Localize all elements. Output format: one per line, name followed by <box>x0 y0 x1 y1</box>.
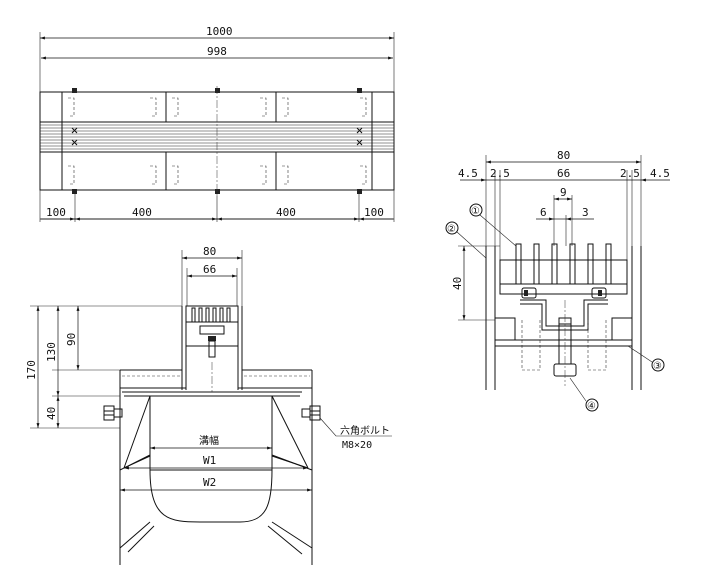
dim-edge-right: 4.5 <box>650 167 670 180</box>
dim-section-width-inner: 66 <box>203 263 216 276</box>
bolt-marker <box>215 189 220 194</box>
dim-bar-width: 3 <box>582 206 589 219</box>
bolt-marker <box>357 189 362 194</box>
dim-segment-mid-left: 400 <box>132 206 152 219</box>
detail-grating-bars <box>515 243 612 285</box>
dim-height-130: 130 <box>45 342 58 362</box>
bolt-marker <box>357 88 362 93</box>
dim-detail-width-outer: 80 <box>557 149 570 162</box>
svg-text:②: ② <box>447 224 456 235</box>
dim-overall-length: 1000 <box>206 25 233 38</box>
dim-bar-gap: 6 <box>540 206 547 219</box>
top-view: 1000 998 <box>39 25 395 222</box>
callout-3: ③ <box>627 345 665 372</box>
callout-2: ② <box>445 221 487 259</box>
dim-gap-left: 2.5 <box>490 167 510 180</box>
callout-4: ④ <box>569 377 599 412</box>
dim-segment-end-left: 100 <box>46 206 66 219</box>
groove-width-label: 溝幅 <box>199 434 219 447</box>
hex-bolt-right <box>301 405 321 421</box>
bolt-marker <box>72 189 77 194</box>
dim-section-width-outer: 80 <box>203 245 216 258</box>
dim-detail-height: 40 <box>451 277 464 290</box>
dim-gap-right: 2.5 <box>620 167 640 180</box>
w1-label: W1 <box>203 454 216 467</box>
dim-inner-length: 998 <box>207 45 227 58</box>
dim-segment-end-right: 100 <box>364 206 384 219</box>
w2-label: W2 <box>203 476 216 489</box>
dim-segment-mid-right: 400 <box>276 206 296 219</box>
bolt-label: 六角ボルト <box>340 425 390 437</box>
dim-height-total: 170 <box>25 360 38 380</box>
bolt-marker <box>215 88 220 93</box>
dim-detail-width-inner: 66 <box>557 167 570 180</box>
svg-text:③: ③ <box>653 361 662 372</box>
callout-1: ① <box>469 203 517 247</box>
grating-bar-ends <box>191 307 231 323</box>
svg-text:④: ④ <box>587 401 596 412</box>
section-view: 80 66 <box>25 245 392 565</box>
bolt-size: M8×20 <box>342 440 372 451</box>
bolt-marker <box>72 88 77 93</box>
dim-height-40: 40 <box>45 407 58 420</box>
detail-view: 80 4.5 2.5 66 2.5 4.5 9 6 3 <box>445 149 670 412</box>
dim-height-90: 90 <box>65 333 78 346</box>
dim-bar-pitch: 9 <box>560 186 567 199</box>
dim-edge-left: 4.5 <box>458 167 478 180</box>
svg-text:①: ① <box>471 206 480 217</box>
hex-bolt-left <box>103 405 123 421</box>
